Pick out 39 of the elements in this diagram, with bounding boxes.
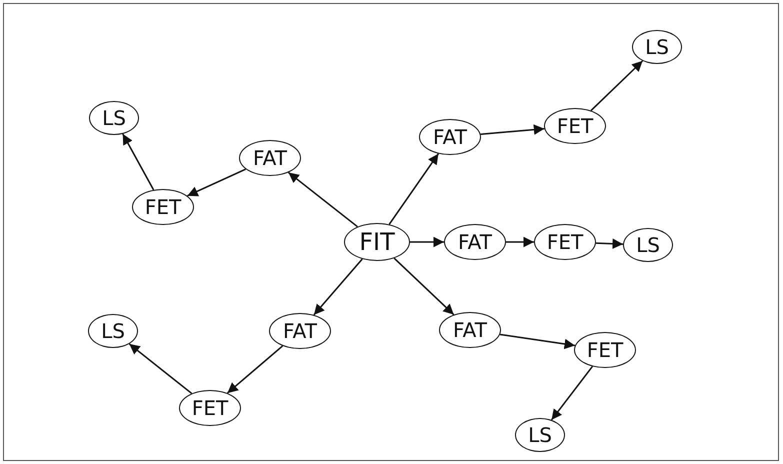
node-label: LS: [101, 321, 125, 341]
ellipse-node: [515, 418, 565, 452]
node-label: FAT: [432, 127, 467, 147]
arrow: [394, 258, 454, 316]
arrow: [313, 258, 363, 316]
arrow: [590, 60, 644, 112]
node-label: FET: [556, 116, 594, 136]
node-label: FAT: [282, 321, 317, 341]
arrow: [288, 172, 358, 228]
node-label: FET: [144, 197, 182, 217]
node-label: LS: [645, 37, 669, 57]
node-label: FET: [546, 232, 584, 252]
arrow: [128, 343, 192, 394]
ellipse-node: [179, 390, 241, 426]
node-label: FIT: [359, 230, 395, 254]
arrow: [596, 238, 624, 249]
arrow: [388, 153, 440, 225]
ellipse-node: [632, 30, 682, 64]
node-label: LS: [528, 425, 552, 445]
arrow: [410, 236, 444, 248]
arrow: [480, 124, 544, 136]
node-label: FET: [192, 398, 228, 418]
ellipse-node: [623, 228, 673, 262]
ellipse-node: [88, 314, 138, 348]
node-label: LS: [102, 108, 126, 128]
arrow: [187, 168, 246, 197]
arrow: [550, 366, 594, 420]
arrow: [506, 236, 534, 248]
node-label: FAT: [452, 320, 487, 340]
node-label: FET: [586, 340, 624, 360]
node-label: LS: [636, 235, 660, 255]
ellipse-node: [132, 189, 194, 225]
ellipse-node: [89, 101, 139, 135]
ellipse-node: [239, 140, 301, 176]
arrow: [122, 134, 154, 190]
node-label: FAT: [458, 232, 492, 252]
arrow: [226, 345, 284, 394]
arrow: [500, 334, 576, 350]
node-label: FAT: [252, 148, 287, 168]
